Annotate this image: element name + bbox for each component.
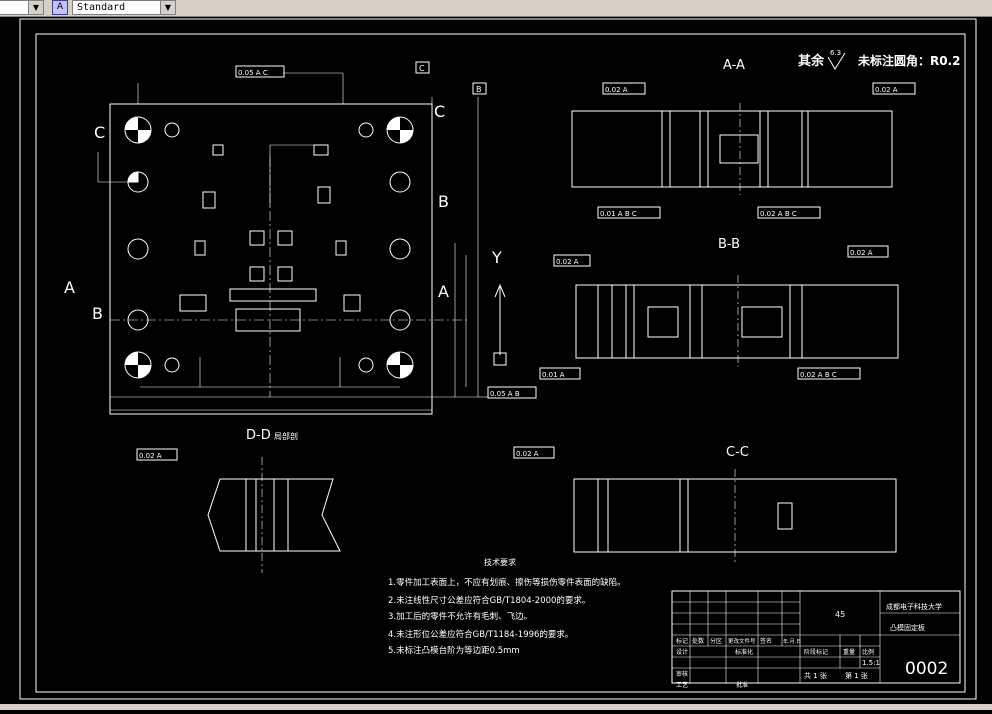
technical-requirements: 技术要求 1.零件加工表面上，不应有划痕、擦伤等损伤零件表面的缺陷。 2.未注线…	[388, 557, 626, 656]
roughness-symbol-icon	[827, 52, 846, 70]
datum-c-box: C	[419, 64, 425, 73]
title-part-name: 凸模固定板	[890, 623, 925, 632]
title-stage-weight: 重量	[843, 648, 855, 656]
gdt-frame-aa-right: 0.02 A	[875, 86, 898, 94]
title-scale-value: 1.5:1	[862, 659, 880, 667]
gdt-frame-main-top: 0.05 A C	[238, 69, 268, 77]
cut-mark-a-right: A	[438, 282, 449, 301]
title-material: 45	[835, 610, 845, 619]
chevron-down-icon[interactable]: ▼	[160, 1, 175, 14]
datum-b-box: B	[476, 85, 482, 94]
gdt-frame-bb-top-left: 0.02 A	[556, 258, 579, 266]
title-row-review: 审核	[676, 670, 688, 678]
section-b-b-label: B-B	[718, 237, 740, 252]
section-a-a-label: A-A	[723, 58, 745, 73]
tech-note-4: 4.未注形位公差应符合GB/T1184-1996的要求。	[388, 629, 573, 640]
main-plan-view: C C B B A A Y C B 0.05 A C 0.05 A B	[64, 61, 537, 415]
drawing-canvas[interactable]: 其余 6.3 未标注圆角：R0.2	[0, 17, 992, 710]
cut-mark-c-right: C	[434, 102, 445, 121]
title-stage-mark: 阶段标记	[804, 648, 828, 656]
fillet-note: 未标注圆角：R0.2	[857, 53, 961, 68]
title-stage-scale: 比例	[862, 648, 874, 656]
section-c-c: C-C 0.02 A	[513, 445, 897, 562]
title-school: 成都电子科技大学	[886, 602, 942, 611]
layer-dropdown[interactable]: ▼	[0, 0, 44, 15]
gdt-frame-aa-bottom-left: 0.01 A B C	[600, 210, 637, 218]
section-b-b: B-B 0.02 A 0.02 A 0.01 A 0.02 A B C	[539, 237, 899, 380]
chevron-down-icon[interactable]: ▼	[28, 1, 43, 14]
guide-hole-tr	[386, 116, 414, 144]
text-style-icon[interactable]: A	[52, 0, 68, 15]
tech-title: 技术要求	[484, 557, 516, 567]
cad-toolbar: ▼ A Standard ▼	[0, 0, 992, 17]
inner-sheet-border	[35, 33, 966, 693]
gdt-frame-bb-bottom-right: 0.02 A B C	[800, 371, 837, 379]
roughness-main-value: 6.3	[830, 49, 841, 57]
title-row-design: 设计	[676, 648, 688, 656]
section-d-d-label: D-D	[246, 428, 271, 443]
title-col-sign: 签名	[760, 637, 772, 645]
axis-y-label: Y	[491, 248, 502, 267]
gdt-frame-cc: 0.02 A	[516, 450, 539, 458]
title-col-count: 处数	[692, 637, 704, 645]
title-sheet-total: 共 1 张	[804, 671, 827, 680]
gdt-frame-bb-bottom-left: 0.01 A	[542, 371, 565, 379]
title-col-date: 年.月.日	[783, 638, 801, 645]
cut-mark-b-left: B	[92, 304, 103, 323]
section-c-c-label: C-C	[726, 445, 749, 460]
gdt-frame-main-right: 0.05 A B	[490, 390, 520, 398]
gdt-frame-aa-top: 0.02 A	[605, 86, 628, 94]
title-block: 45 成都电子科技大学 凸模固定板 标记 设计 审核 工艺 处数 分区 更改文件…	[671, 590, 961, 689]
guide-hole-tl	[124, 116, 152, 144]
section-d-d-suffix: 局部剖	[274, 431, 298, 441]
guide-hole-br	[386, 351, 414, 379]
title-mid-approve: 批准	[736, 681, 748, 689]
gdt-frame-aa-bottom-right: 0.02 A B C	[760, 210, 797, 218]
title-drawing-number: 0002	[905, 659, 948, 679]
title-row-mark: 标记	[676, 637, 688, 645]
text-style-value: Standard	[77, 2, 126, 13]
section-d-d: D-D 局部剖 0.02 A	[136, 428, 341, 573]
cut-mark-c-left: C	[94, 123, 105, 142]
axis-y-arrow	[494, 283, 506, 355]
tech-note-3: 3.加工后的零件不允许有毛刺、飞边。	[388, 611, 532, 622]
outer-sheet-border	[19, 18, 977, 700]
cut-mark-a-left: A	[64, 278, 75, 297]
roughness-header-label: 其余	[798, 53, 825, 69]
title-mid-standard: 标准化	[735, 648, 753, 656]
tech-note-2: 2.未注线性尺寸公差应符合GB/T1804-2000的要求。	[388, 595, 590, 606]
tech-note-5: 5.未标注凸模台阶为等边距0.5mm	[388, 645, 520, 656]
title-row-process: 工艺	[676, 681, 688, 689]
guide-hole-bl	[124, 351, 152, 379]
text-style-dropdown[interactable]: Standard ▼	[72, 0, 176, 15]
title-col-zone: 分区	[710, 637, 722, 645]
title-sheet-index: 第 1 张	[845, 671, 868, 680]
plate-outline	[109, 103, 433, 415]
cut-mark-b-top: B	[438, 192, 449, 211]
status-bar	[0, 704, 992, 710]
gdt-frame-bb-top-right: 0.02 A	[850, 249, 873, 257]
title-col-change-file: 更改文件号	[728, 637, 756, 645]
section-a-a: A-A 0.02 A 0.02 A 0.01 A B C 0.02 A B C	[571, 58, 916, 219]
tech-note-1: 1.零件加工表面上，不应有划痕、擦伤等损伤零件表面的缺陷。	[388, 577, 626, 588]
gdt-frame-dd: 0.02 A	[139, 452, 162, 460]
